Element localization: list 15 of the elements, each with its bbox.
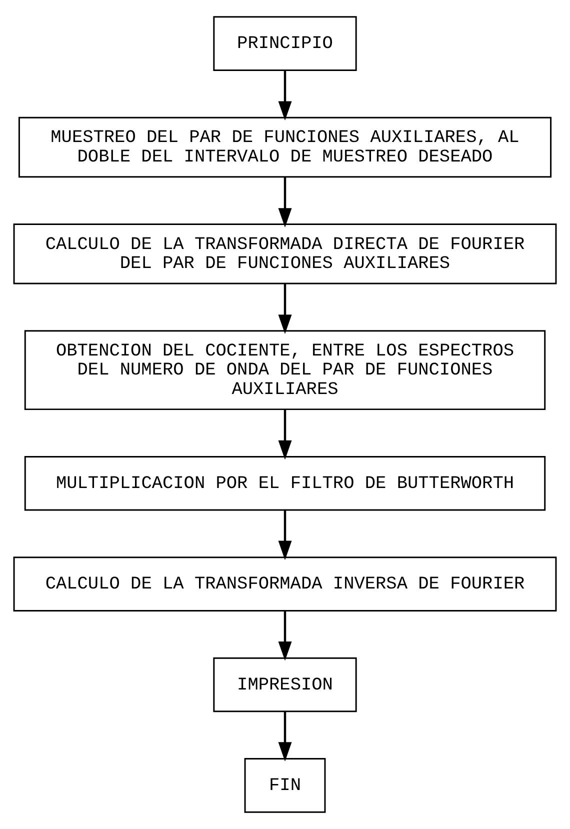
node-box: CALCULO DE LA TRANSFORMADA INVERSA DE FOURIER	[13, 556, 557, 612]
node-box: OBTENCION DEL COCIENTE, ENTRE LOS ESPECTROS DEL NUMERO DE ONDA DEL PAR DE FUNCIONES AUXILIARES	[24, 330, 546, 410]
arrow	[278, 177, 292, 228]
arrow	[278, 611, 292, 661]
arrow	[278, 712, 292, 762]
node-box: MULTIPLICACION POR EL FILTRO DE BUTTERWORTH	[24, 456, 546, 511]
node-box: IMPRESION	[213, 657, 357, 712]
node-box: FIN	[244, 758, 326, 813]
arrow	[278, 510, 292, 560]
node-box: MUESTREO DEL PAR DE FUNCIONES AUXILIARES, AL DOBLE DEL INTERVALO DE MUESTREO DESEADO	[18, 116, 552, 178]
arrow	[278, 410, 292, 460]
node-box: PRINCIPIO	[213, 16, 357, 71]
node-box: CALCULO DE LA TRANSFORMADA DIRECTA DE FOURIER DEL PAR DE FUNCIONES AUXILIARES	[13, 223, 557, 284]
arrow	[278, 284, 292, 334]
arrow	[278, 70, 292, 120]
